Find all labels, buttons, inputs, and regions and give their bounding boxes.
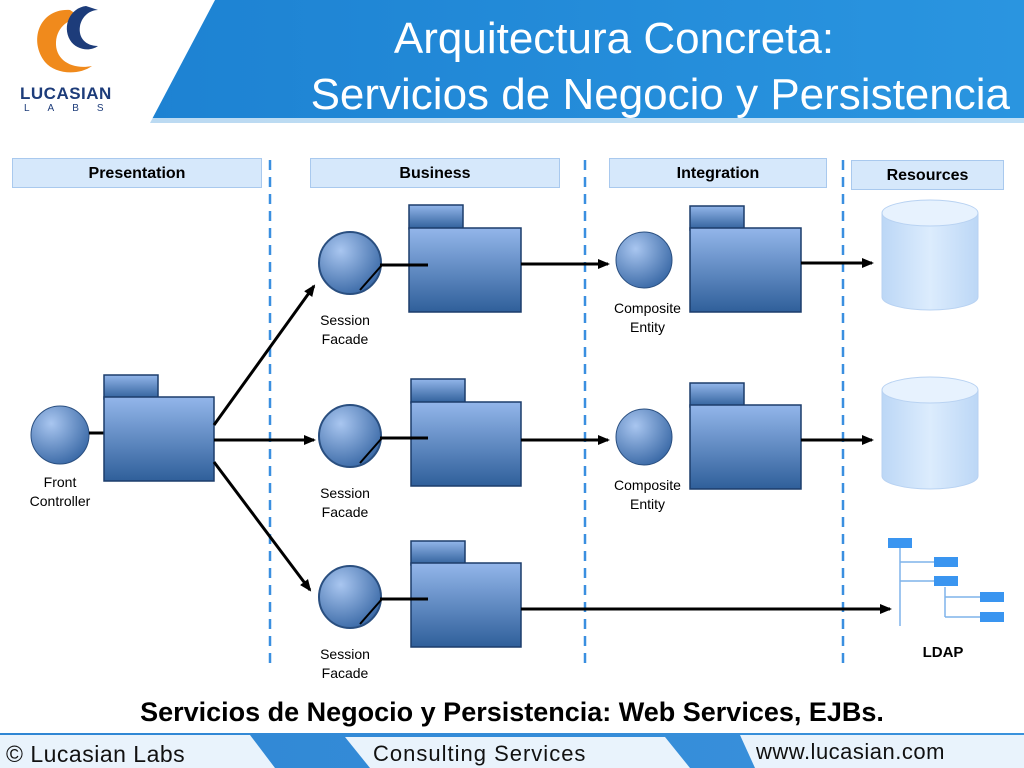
composite-entity-component <box>615 205 802 313</box>
composite-entity-component <box>615 382 802 490</box>
column-header-presentation: Presentation <box>12 158 262 188</box>
session-facade-label: Session Facade <box>320 485 370 520</box>
lucasian-logo <box>37 6 98 73</box>
database-icon <box>881 376 979 490</box>
session-facade-label: Session Facade <box>320 646 370 681</box>
column-header-business: Business <box>310 158 560 188</box>
column-header-integration: Integration <box>609 158 827 188</box>
footer-bar <box>0 733 1024 768</box>
front-controller-arrows <box>212 284 316 592</box>
footer-copyright: © Lucasian Labs <box>6 741 186 767</box>
session-facade-component <box>318 540 522 648</box>
ldap-tree-icon <box>888 538 1004 626</box>
composite-entity-label: Composite Entity <box>614 300 681 335</box>
integration-arrows <box>801 258 874 445</box>
footer-services: Consulting Services <box>373 741 587 766</box>
header-background <box>0 0 1024 123</box>
front-controller-component <box>30 374 215 482</box>
session-facade-component <box>318 378 522 487</box>
front-controller-label: Front Controller <box>29 474 91 509</box>
business-arrows <box>521 259 892 614</box>
header-banner: LUCASIAN LABS Arquitectura Concreta: Ser… <box>0 0 1024 123</box>
slide-caption: Servicios de Negocio y Persistencia: Web… <box>140 697 884 727</box>
composite-entity-label: Composite Entity <box>614 477 681 512</box>
page-title-line2: Servicios de Negocio y Persistencia <box>310 70 1010 119</box>
database-icon <box>881 199 979 311</box>
footer-background <box>0 733 1024 768</box>
session-facade-component <box>318 204 522 313</box>
logo-sub: LABS <box>24 103 122 114</box>
page-title-line1: Arquitectura Concreta: <box>393 14 835 63</box>
footer-website-link[interactable]: www.lucasian.com <box>756 739 945 764</box>
column-header-resources: Resources <box>851 160 1004 190</box>
logo-name: LUCASIAN <box>20 84 112 103</box>
ldap-label: LDAP <box>922 644 964 661</box>
session-facade-label: Session Facade <box>320 312 370 347</box>
